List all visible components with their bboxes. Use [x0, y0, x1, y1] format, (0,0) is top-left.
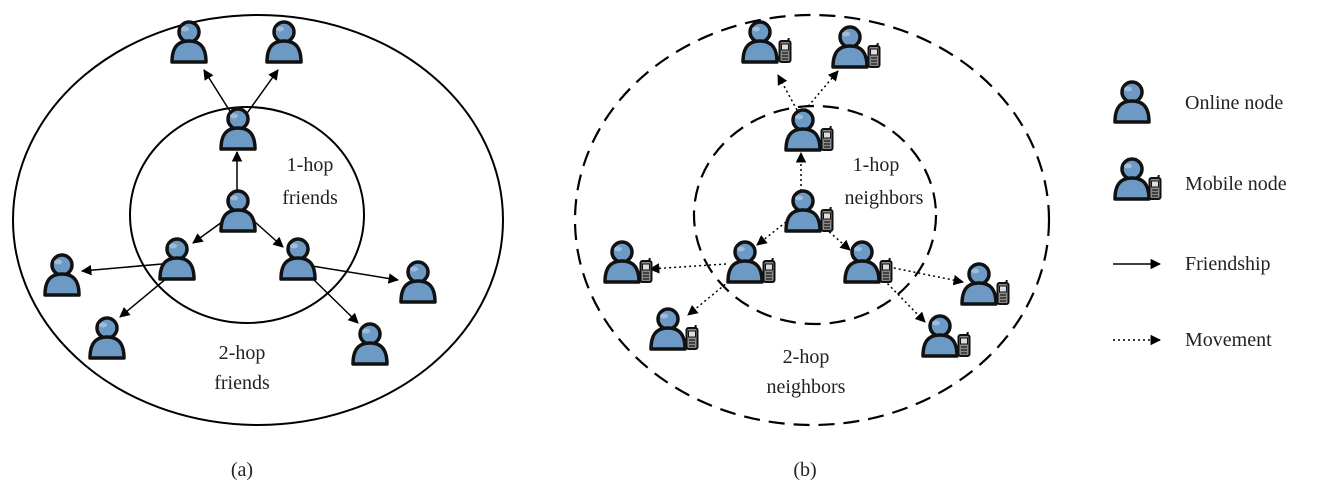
node-b-bottom-left: [649, 307, 699, 351]
caption-a: (a): [231, 459, 253, 481]
node-b-top-left: [741, 20, 792, 64]
person-icon: [1113, 80, 1151, 124]
person-phone-icon: [1113, 157, 1162, 201]
legend-label-friendship: Friendship: [1185, 253, 1271, 275]
outer-circle-a: [12, 14, 504, 426]
node-a-far-right: [399, 260, 437, 304]
panel-b: 1-hop neighbors 2-hop neighbors (b): [573, 13, 1051, 481]
inner-label-a-line1: 1-hop: [287, 154, 334, 176]
node-a-1hop-left: [158, 237, 196, 281]
inner-label-b-line1: 1-hop: [853, 154, 900, 176]
node-b-bottom-right: [921, 314, 971, 358]
node-b-top-right: [831, 25, 881, 69]
outer-label-a-line2: friends: [214, 372, 270, 394]
node-a-center: [219, 189, 257, 233]
caption-b: (b): [793, 459, 816, 481]
node-a-top-right: [265, 20, 303, 64]
node-b-center: [784, 189, 834, 233]
inner-circle-b: [692, 104, 938, 326]
node-a-bottom-right: [351, 322, 389, 366]
friendship-edges-a: [80, 69, 400, 324]
node-b-far-left: [603, 240, 653, 284]
node-b-1hop-top: [784, 108, 834, 152]
legend-label-mobile: Mobile node: [1185, 173, 1287, 195]
panel-a: 1-hop friends 2-hop friends (a): [12, 14, 504, 481]
node-b-1hop-right: [843, 240, 893, 284]
legend-label-online: Online node: [1185, 92, 1283, 114]
legend-label-movement: Movement: [1185, 329, 1272, 351]
node-a-far-left: [43, 253, 81, 297]
node-b-1hop-left: [726, 240, 776, 284]
outer-label-b-line1: 2-hop: [783, 346, 830, 368]
outer-circle-b: [573, 13, 1051, 427]
inner-circle-a: [129, 106, 365, 324]
movement-edges-b: [648, 70, 965, 323]
inner-label-a-line2: friends: [282, 187, 338, 209]
outer-label-a-line1: 2-hop: [219, 342, 266, 364]
node-a-1hop-right: [279, 237, 317, 281]
node-a-1hop-top: [219, 107, 257, 151]
node-b-far-right: [960, 262, 1010, 306]
node-a-top-left: [170, 20, 208, 64]
inner-label-b-line2: neighbors: [845, 187, 924, 209]
legend: Online node Mobile node Friendship Movem…: [1113, 80, 1287, 351]
outer-label-b-line2: neighbors: [767, 376, 846, 398]
node-a-bottom-left: [88, 316, 126, 360]
